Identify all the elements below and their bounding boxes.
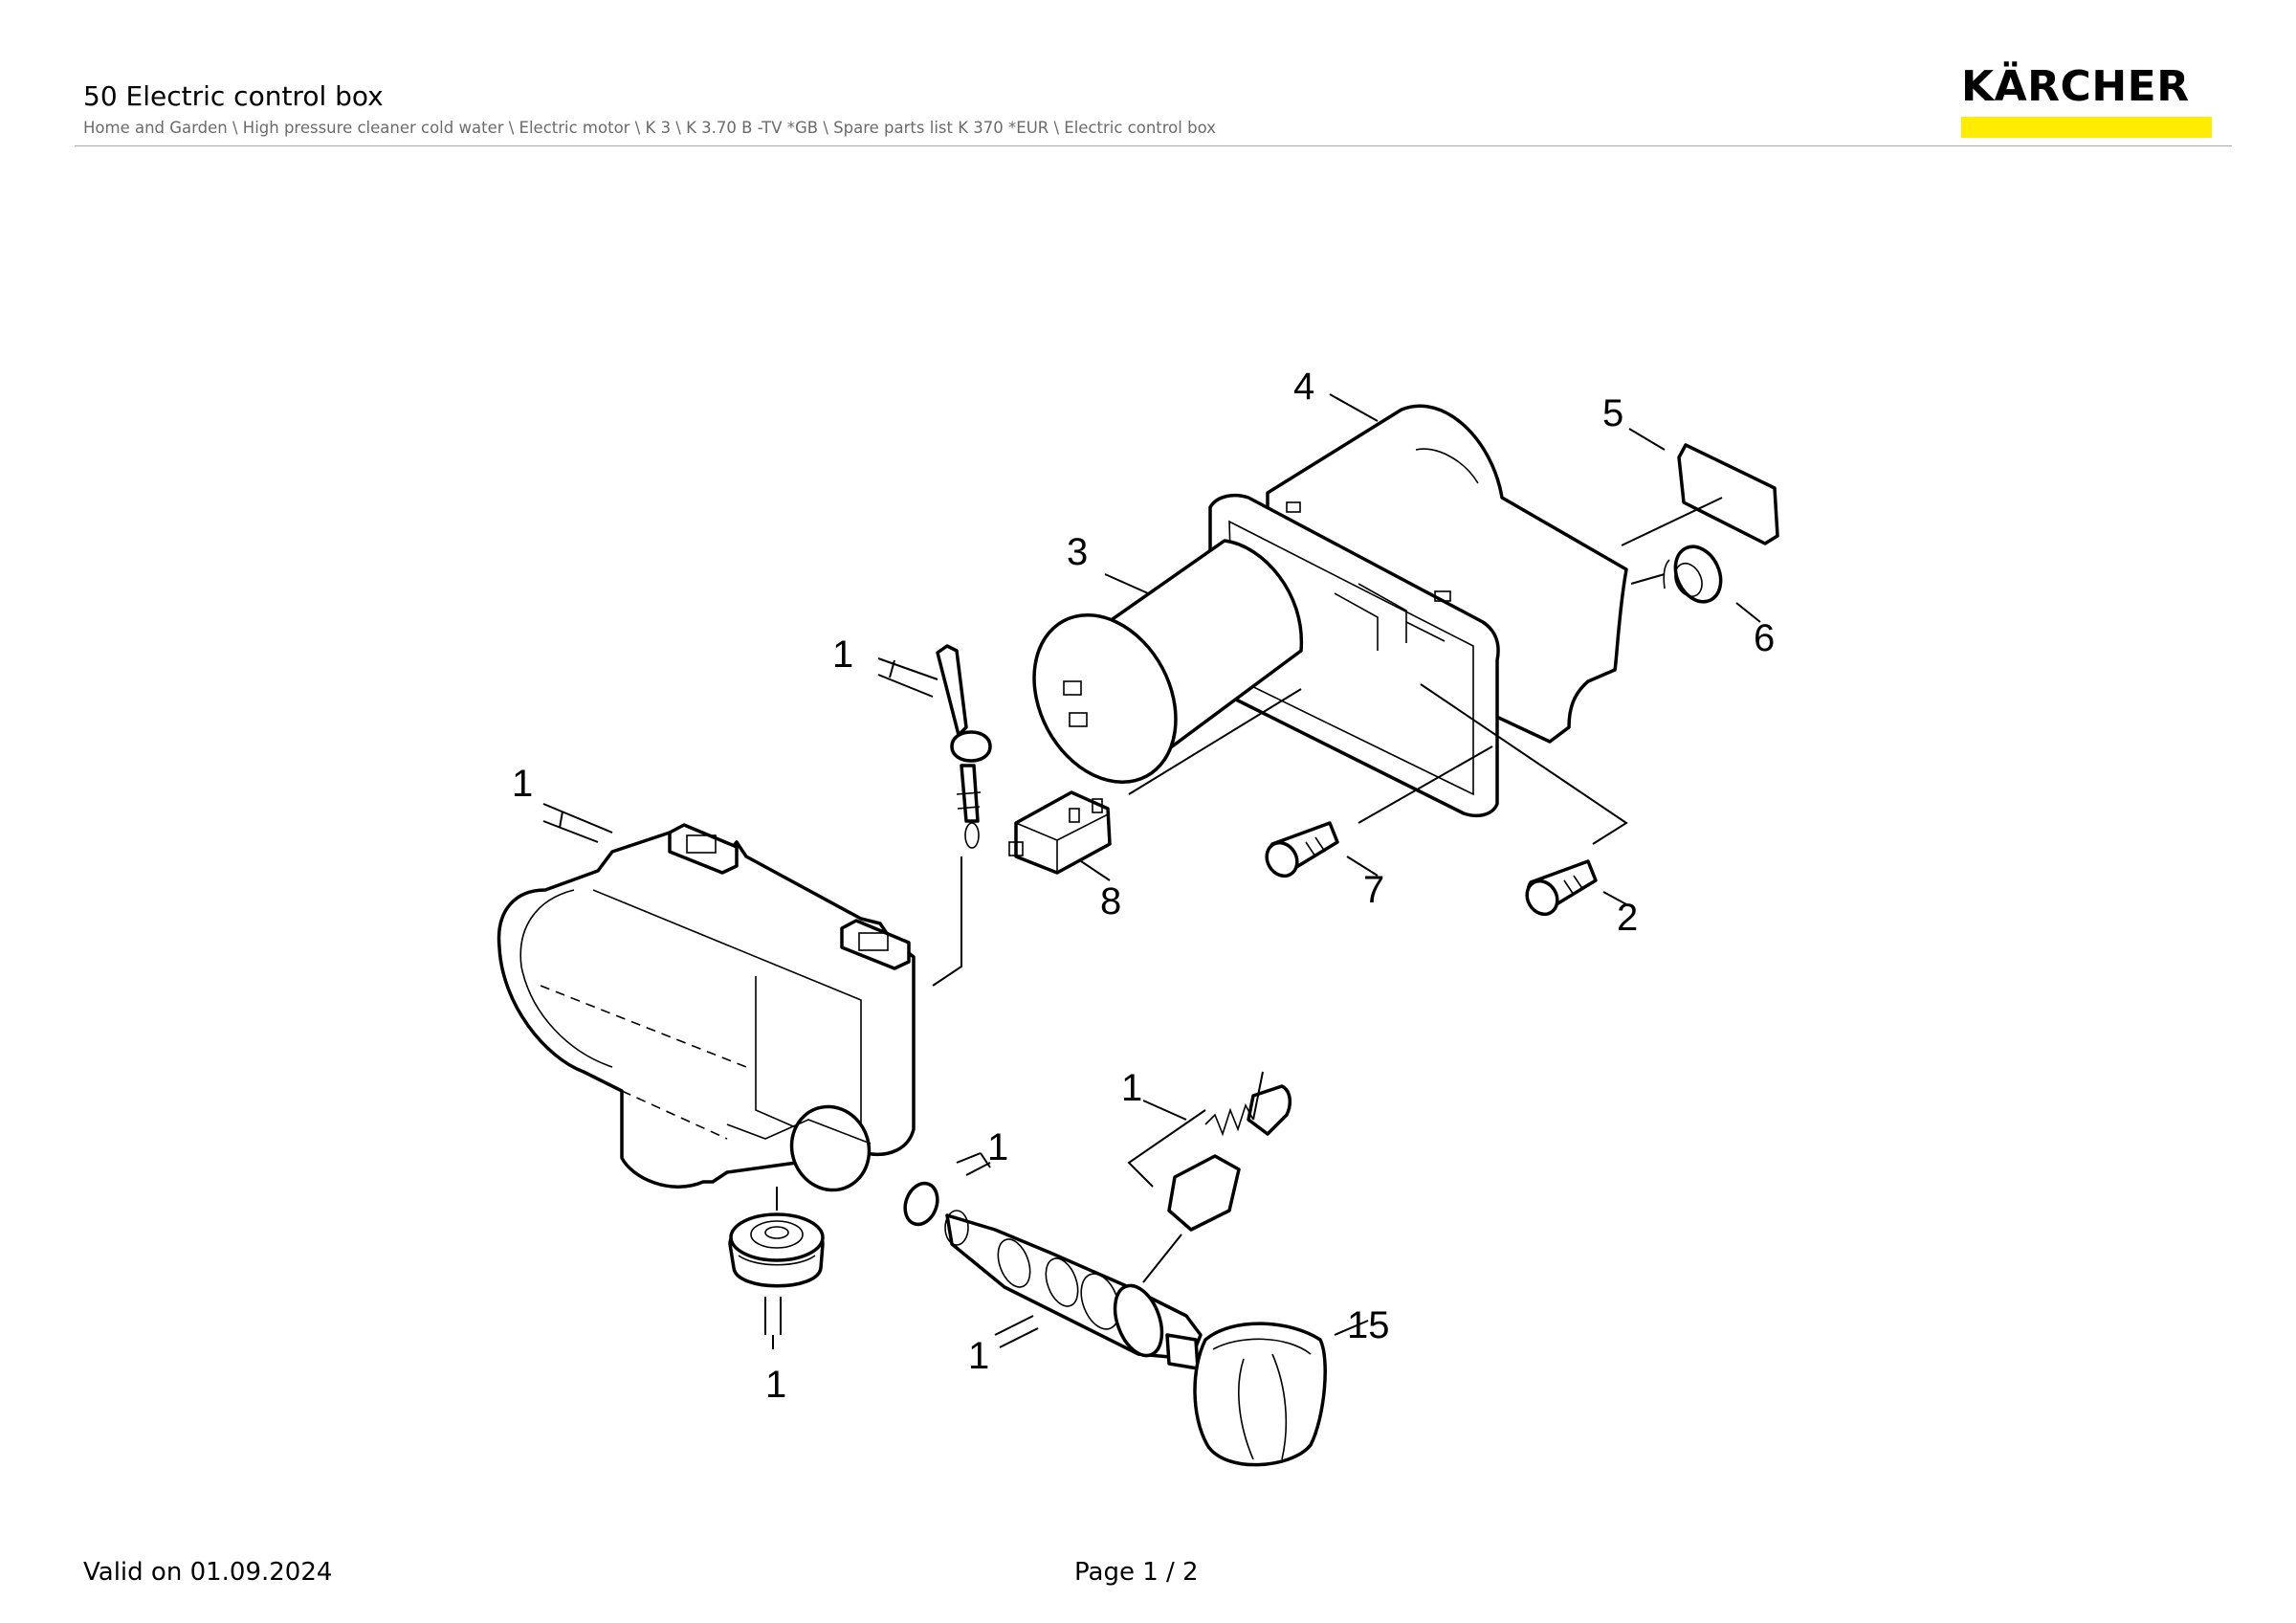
page-number: Page 1 / 2 <box>1074 1558 1199 1587</box>
callout-1-grommet: 1 <box>765 1364 786 1406</box>
callout-3: 3 <box>1067 531 1088 573</box>
part-1-valve-assembly[interactable] <box>944 1210 1203 1370</box>
leader-lines <box>542 393 1761 1349</box>
part-7-screw[interactable] <box>1261 821 1339 881</box>
part-15-knob[interactable] <box>1193 1322 1327 1467</box>
logo-yellow-bar <box>1961 117 2212 138</box>
callout-8: 8 <box>1100 880 1121 923</box>
callout-1-housing: 1 <box>512 763 533 805</box>
logo-wordmark: KÄRCHER <box>1961 62 2190 111</box>
callout-2: 2 <box>1617 897 1638 939</box>
part-1-bottom-grommet[interactable] <box>728 1212 825 1288</box>
callout-4: 4 <box>1293 366 1314 408</box>
part-1-plug[interactable] <box>936 644 992 849</box>
callout-1-valve: 1 <box>968 1335 989 1377</box>
part-5-gasket[interactable] <box>1677 443 1779 545</box>
valid-date: Valid on 01.09.2024 <box>83 1558 333 1587</box>
callout-5: 5 <box>1602 392 1623 434</box>
callout-1-oring: 1 <box>987 1126 1008 1168</box>
callout-15: 15 <box>1347 1304 1390 1346</box>
page-header: 50 Electric control box Home and Garden … <box>83 80 2236 137</box>
callout-7: 7 <box>1363 869 1384 911</box>
header-divider <box>75 145 2232 146</box>
breadcrumb[interactable]: Home and Garden \ High pressure cleaner … <box>83 119 1216 137</box>
part-3-capacitor[interactable] <box>1006 539 1304 807</box>
part-1-spring-assembly[interactable] <box>1167 1084 1292 1232</box>
callout-1-plug: 1 <box>832 634 853 676</box>
part-1-o-ring[interactable] <box>899 1179 942 1229</box>
part-6-grommet[interactable] <box>1663 540 1729 610</box>
karcher-logo: KÄRCHER <box>1961 63 2215 138</box>
page-title: 50 Electric control box <box>83 80 384 112</box>
part-2-screw[interactable] <box>1521 859 1598 920</box>
part-8-switch[interactable] <box>1008 790 1112 875</box>
front-housing[interactable] <box>497 823 916 1201</box>
callout-6: 6 <box>1754 617 1775 659</box>
callout-labels: 4 5 3 6 1 1 8 7 2 1 1 1 15 1 <box>512 366 1775 1406</box>
callout-1-spring: 1 <box>1121 1067 1142 1109</box>
